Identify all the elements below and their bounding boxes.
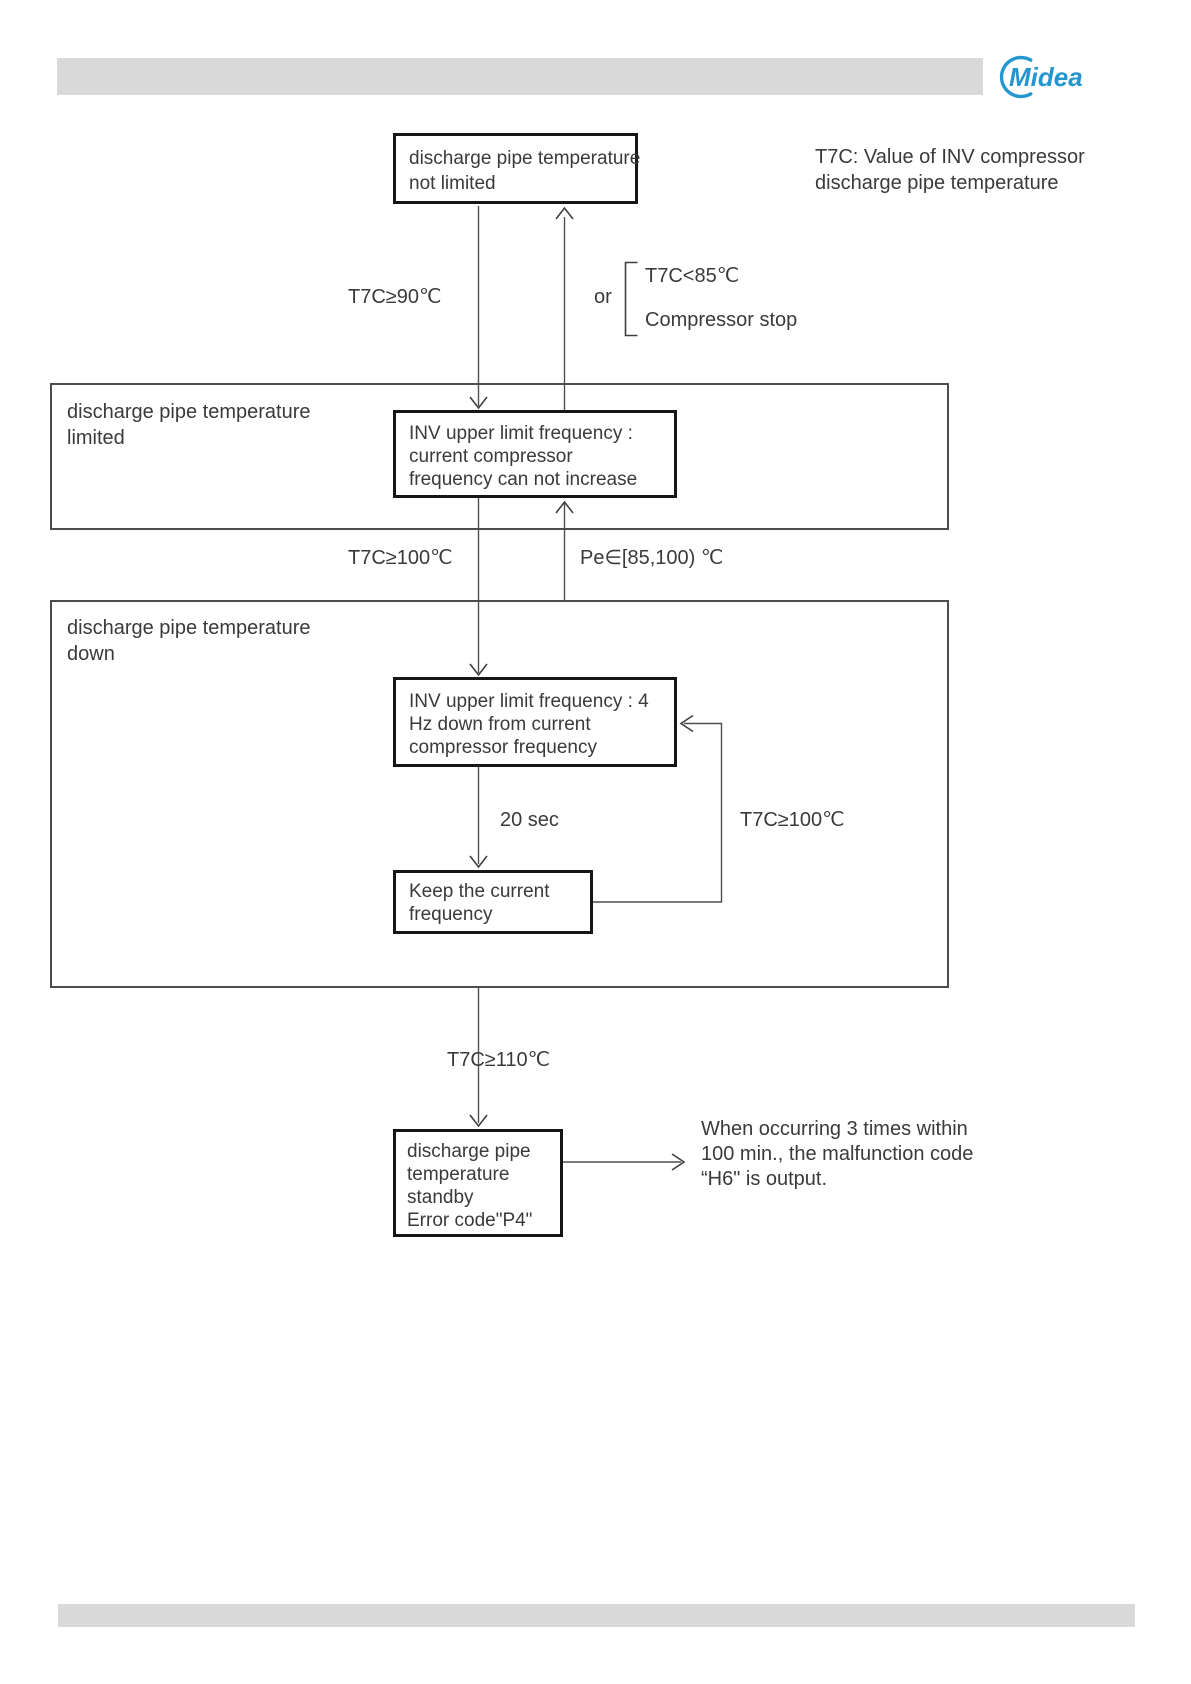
midea-logo-text: Midea: [1009, 62, 1083, 92]
box-inv-upper-limit-no-increase: INV upper limit frequency : current comp…: [393, 410, 677, 498]
label-loop-t7c-ge-100: T7C≥100℃: [740, 809, 845, 831]
section-limited-label: discharge pipe temperature limited: [67, 399, 310, 451]
section-down-label-line2: down: [67, 643, 115, 665]
section-down-label-line1: discharge pipe temperature: [67, 617, 311, 639]
note-t7c-line2: discharge pipe temperature: [815, 172, 1059, 194]
label-or: or: [594, 286, 612, 308]
section-limited: [50, 383, 949, 530]
section-down-label: discharge pipe temperature down: [67, 615, 310, 667]
box-keep-current-frequency: Keep the current frequency: [393, 870, 593, 934]
arrowhead-up-1-icon: [555, 206, 574, 220]
box-not-limited-line1: discharge pipe temperature: [409, 148, 641, 169]
box-keep-line1: Keep the current: [409, 881, 550, 902]
box-inv-4hz-line1: INV upper limit frequency : 4: [409, 691, 649, 712]
note-t7c-definition: T7C: Value of INV compressor discharge p…: [815, 144, 1085, 196]
box-inv-no-increase-line3: frequency can not increase: [409, 469, 638, 490]
box-not-limited-line2: not limited: [409, 173, 496, 194]
box-inv-4hz-line3: compressor frequency: [409, 737, 597, 758]
label-t7c-lt-85: T7C<85℃: [645, 265, 740, 287]
box-inv-upper-limit-4hz-down: INV upper limit frequency : 4 Hz down fr…: [393, 677, 677, 767]
note-h6-line2: 100 min., the malfunction code: [701, 1143, 974, 1165]
box-keep-line2: frequency: [409, 904, 493, 925]
note-h6-malfunction: When occurring 3 times within 100 min., …: [701, 1117, 973, 1192]
box-inv-no-increase-line2: current compressor: [409, 446, 573, 467]
midea-logo: Midea: [999, 55, 1083, 99]
box-standby-error-p4: discharge pipe temperature standby Error…: [393, 1129, 563, 1237]
or-bracket-icon: [624, 261, 638, 337]
note-h6-line1: When occurring 3 times within: [701, 1118, 968, 1140]
note-h6-line3: “H6" is output.: [701, 1168, 828, 1190]
label-t7c-ge-110: T7C≥110℃: [447, 1049, 551, 1071]
section-limited-label-line2: limited: [67, 427, 125, 449]
header-bar: [57, 58, 983, 95]
label-compressor-stop: Compressor stop: [645, 309, 798, 331]
box-standby-line1: discharge pipe: [407, 1141, 531, 1162]
section-limited-label-line1: discharge pipe temperature: [67, 401, 311, 423]
arrowhead-right-icon: [671, 1153, 686, 1171]
footer-bar: [58, 1604, 1135, 1627]
box-standby-line2: temperature: [407, 1164, 510, 1185]
box-standby-line3: standby: [407, 1187, 474, 1208]
section-down: [50, 600, 949, 988]
midea-circle-swoosh-icon: [999, 55, 1033, 99]
box-standby-line4: Error code"P4": [407, 1210, 533, 1231]
box-inv-no-increase-line1: INV upper limit frequency :: [409, 423, 633, 444]
box-inv-4hz-line2: Hz down from current: [409, 714, 591, 735]
note-t7c-line1: T7C: Value of INV compressor: [815, 146, 1085, 168]
arrowhead-down-4-icon: [469, 1114, 488, 1128]
label-20-sec: 20 sec: [500, 809, 559, 831]
label-t7c-ge-100: T7C≥100℃: [348, 547, 453, 569]
box-not-limited: discharge pipe temperature not limited: [393, 133, 641, 204]
label-pe-range: Pe∈[85,100) ℃: [580, 547, 724, 569]
label-t7c-ge-90: T7C≥90℃: [348, 286, 442, 308]
